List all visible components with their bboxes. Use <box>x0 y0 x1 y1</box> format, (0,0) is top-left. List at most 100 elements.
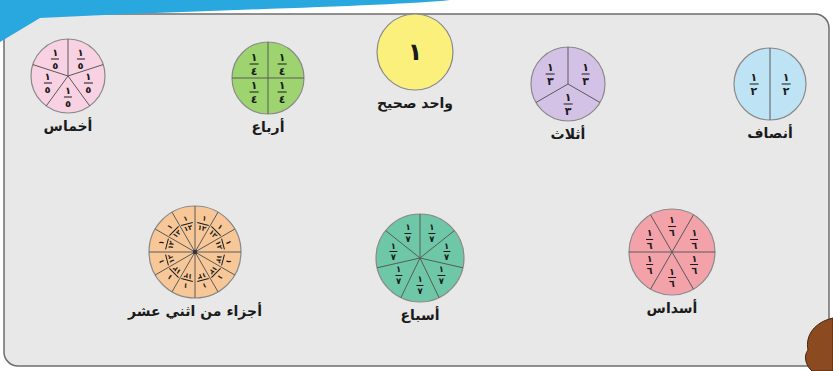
numerator: ١ <box>215 272 223 280</box>
denominator: ٦ <box>691 266 697 276</box>
numerator: ١ <box>224 240 232 246</box>
numerator: ١ <box>565 92 572 103</box>
fraction-name: أسداس <box>647 300 698 317</box>
denominator: ٦ <box>647 241 653 251</box>
denominator: ١٢ <box>214 253 223 263</box>
circle-outline <box>231 41 305 115</box>
unit-fraction: ١٤ <box>278 80 287 105</box>
numerator: ١ <box>750 72 757 83</box>
circle-disc <box>31 39 105 113</box>
denominator: ٧ <box>396 277 401 286</box>
unit-fraction: ١٧ <box>416 275 423 295</box>
fraction-bar <box>405 233 412 234</box>
circle-outline <box>148 205 242 299</box>
unit-fraction: ١٣ <box>564 92 573 117</box>
unit-fraction: ١٢ <box>749 72 758 97</box>
segment-divider <box>629 252 672 253</box>
fraction-bar <box>546 73 555 74</box>
numerator: ١ <box>52 47 58 57</box>
circle-disc <box>629 209 715 295</box>
circle-outline <box>733 47 807 121</box>
denominator: ٢ <box>750 86 757 97</box>
segment-divider <box>770 48 771 84</box>
numerator: ١ <box>251 80 258 91</box>
denominator: ٦ <box>691 241 697 251</box>
segment-divider <box>155 229 195 252</box>
denominator: ٤ <box>279 65 286 76</box>
unit-fraction: ١٥ <box>77 47 85 70</box>
numerator: ١ <box>215 224 223 232</box>
unit-fraction: ١٤ <box>250 51 259 76</box>
denominator: ٥ <box>78 60 84 70</box>
numerator: ١ <box>85 71 91 81</box>
denominator: ٤ <box>251 94 258 105</box>
unit-fraction: ١٦ <box>668 267 676 289</box>
segment-divider <box>420 231 454 258</box>
segment-divider <box>536 84 568 103</box>
circle-disc <box>531 47 605 121</box>
circle-group <box>377 14 453 90</box>
circle-group <box>149 206 241 298</box>
denominator: ١٢ <box>214 241 223 251</box>
numerator: ١ <box>279 51 286 62</box>
segment-divider <box>172 212 195 252</box>
numerator: ١ <box>582 61 589 72</box>
unit-fraction: ١٥ <box>84 71 92 94</box>
segment-divider <box>268 42 269 78</box>
unit-fraction: ١٣ <box>581 61 590 86</box>
numerator: ١ <box>183 215 189 223</box>
denominator: ٣ <box>565 106 572 117</box>
numerator: ١ <box>439 265 444 274</box>
fraction-bar <box>690 264 698 265</box>
fraction-circle: أجزاء من اثني عشر١١٢١١٢١١٢١١٢١١٢١١٢١١٢١١… <box>149 206 241 298</box>
fraction-bar <box>646 264 654 265</box>
fraction-circle: أثلاث١٣١٣١٣ <box>531 47 605 121</box>
numerator: ١ <box>201 281 207 289</box>
character-hair <box>805 318 833 371</box>
segment-divider <box>195 206 196 252</box>
fraction-bar <box>443 251 450 252</box>
denominator: ١٢ <box>184 271 194 280</box>
fraction-bar <box>395 275 402 276</box>
numerator: ١ <box>158 258 166 264</box>
segment-divider <box>568 84 600 103</box>
fraction-name: أثلاث <box>551 126 586 143</box>
denominator: ٢ <box>783 86 790 97</box>
segment-divider <box>268 78 304 79</box>
fraction-bar <box>44 82 52 83</box>
segment-divider <box>651 215 673 252</box>
center-dot <box>193 250 197 254</box>
fraction-bar <box>646 239 654 240</box>
segment-divider <box>149 252 195 253</box>
denominator: ٧ <box>444 253 449 262</box>
denominator: ٧ <box>406 235 411 244</box>
numerator: ١ <box>224 258 232 264</box>
numerator: ١ <box>783 72 790 83</box>
fraction-bar <box>278 92 287 93</box>
segment-divider <box>420 258 439 298</box>
denominator: ٥ <box>52 60 58 70</box>
unit-fraction: ١٦ <box>646 254 654 276</box>
segment-divider <box>232 78 268 79</box>
numerator: ١ <box>406 223 411 232</box>
numerator: ١ <box>444 242 449 251</box>
fraction-bar <box>690 239 698 240</box>
circle-group <box>734 48 806 120</box>
numerator: ١ <box>429 223 434 232</box>
numerator: ١ <box>279 80 286 91</box>
circle-group <box>232 42 304 114</box>
denominator: ٧ <box>439 277 444 286</box>
unit-fraction: ١٤ <box>278 51 287 76</box>
fraction-bar <box>250 92 259 93</box>
denominator: ٥ <box>45 84 51 94</box>
segment-divider <box>195 252 196 298</box>
circle-disc <box>376 214 464 302</box>
unit-fraction: ١٦ <box>690 254 698 276</box>
numerator: ١ <box>669 267 675 277</box>
unit-fraction: ١٦ <box>668 215 676 237</box>
numerator: ١ <box>647 254 653 264</box>
denominator: ٤ <box>251 65 258 76</box>
fraction-circle: أرباع١٤١٤١٤١٤ <box>232 42 304 114</box>
unit-fraction: ١٧ <box>395 265 402 285</box>
numerator: ١ <box>417 275 422 284</box>
